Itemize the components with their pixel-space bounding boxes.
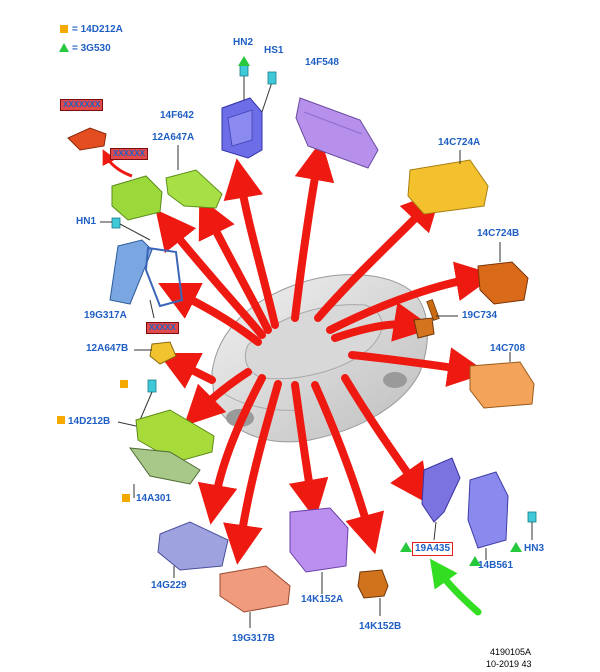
green-highlight-arrow (429, 558, 482, 616)
legend-square-code: 14D212A (80, 24, 123, 35)
arrow-to-14G229 (197, 374, 266, 525)
component-14C724A (407, 150, 489, 215)
label-14B561: 14B561 (478, 560, 514, 571)
redacted-label-1: XXXXXXX (60, 99, 104, 111)
triangle-marker-HN2 (238, 56, 250, 66)
label-19G317B: 19G317B (232, 633, 275, 644)
component-red-connector (67, 127, 107, 151)
component-14B561 (467, 471, 509, 560)
label-14D212B: 14D212B (68, 416, 111, 427)
component-12A647A (165, 145, 223, 209)
label-12A647A: 12A647A (152, 132, 195, 143)
component-HN3 (527, 511, 537, 540)
arrow-to-14D212B (183, 368, 252, 427)
component-12A647B (134, 341, 177, 365)
arrow-to-14C724B (326, 261, 496, 334)
component-14C708 (469, 352, 535, 409)
label-14G229: 14G229 (151, 580, 187, 591)
legend-square-icon (60, 25, 68, 33)
legend-triangle-row: = 3G530 (59, 43, 111, 54)
arrow-to-19G317B (223, 380, 282, 565)
arrow-to-19G317A (158, 283, 262, 346)
component-19G317B (219, 565, 291, 628)
label-14K152B: 14K152B (359, 621, 402, 632)
label-19A435: 19A435 (412, 542, 454, 556)
arrow-to-12A647B (158, 353, 216, 389)
component-14F642 (221, 74, 273, 159)
arrow-to-14C724A (314, 190, 442, 322)
component-14K152A (289, 507, 349, 594)
label-HN3: HN3 (524, 543, 545, 554)
component-14C724B (477, 242, 529, 305)
component-HS1 (267, 71, 277, 85)
component-green-module (111, 175, 163, 221)
arrow-to-19A435 (341, 374, 430, 505)
legend-square-prefix: = (72, 24, 81, 35)
redacted-label-2: XXXXXX (110, 148, 149, 160)
component-14D212B (117, 409, 215, 463)
vehicle-silhouette (211, 274, 428, 443)
component-14A301 (128, 447, 201, 498)
arrow-to-14F548 (291, 140, 335, 322)
component-14K152B (357, 569, 389, 616)
redacted-label-3: XXXXX (146, 322, 179, 334)
label-HN2: HN2 (233, 37, 254, 48)
square-marker-connector (120, 380, 128, 388)
square-marker-14D212B (57, 416, 65, 424)
arrow-small-red (102, 149, 133, 178)
arrow-to-green-module (155, 209, 266, 339)
triangle-marker-HN3 (510, 542, 522, 552)
arrow-to-12A647A (198, 197, 272, 334)
label-14C708: 14C708 (490, 343, 526, 354)
label-14A301: 14A301 (136, 493, 172, 504)
label-19G317A: 19G317A (84, 310, 127, 321)
footer-code: 4190105A (490, 647, 532, 657)
component-14F548 (295, 97, 379, 169)
label-14F548: 14F548 (305, 57, 339, 68)
component-cyan-connector-left (139, 379, 157, 421)
legend-triangle-prefix: = (72, 43, 81, 54)
label-14F642: 14F642 (160, 110, 194, 121)
label-HN1: HN1 (76, 216, 97, 227)
arrow-to-19C734 (331, 302, 434, 342)
legend-triangle-code: 3G530 (80, 43, 111, 54)
arrow-to-14K152B (311, 381, 385, 555)
label-HS1: HS1 (264, 45, 284, 56)
legend-square-row: = 14D212A (60, 24, 123, 35)
label-14C724A: 14C724A (438, 137, 481, 148)
label-12A647B: 12A647B (86, 343, 129, 354)
label-14C724B: 14C724B (477, 228, 520, 239)
label-19C734: 19C734 (462, 310, 498, 321)
footer-date: 10-2019 43 (486, 659, 532, 669)
component-14G229 (157, 521, 229, 578)
component-19C734 (413, 299, 458, 339)
triangle-marker-14B561 (469, 556, 481, 566)
component-19A435 (421, 457, 461, 541)
component-HN1 (100, 217, 151, 241)
arrow-to-14K152A (288, 381, 329, 520)
component-19G317A (109, 239, 184, 319)
triangle-marker-19A435 (400, 542, 412, 552)
arrow-to-14C708 (348, 347, 488, 387)
square-marker-14A301 (122, 494, 130, 502)
arrow-to-14F642 (223, 158, 279, 329)
pointer-arrows (155, 140, 496, 565)
legend-triangle-icon (59, 43, 69, 52)
label-14K152A: 14K152A (301, 594, 344, 605)
